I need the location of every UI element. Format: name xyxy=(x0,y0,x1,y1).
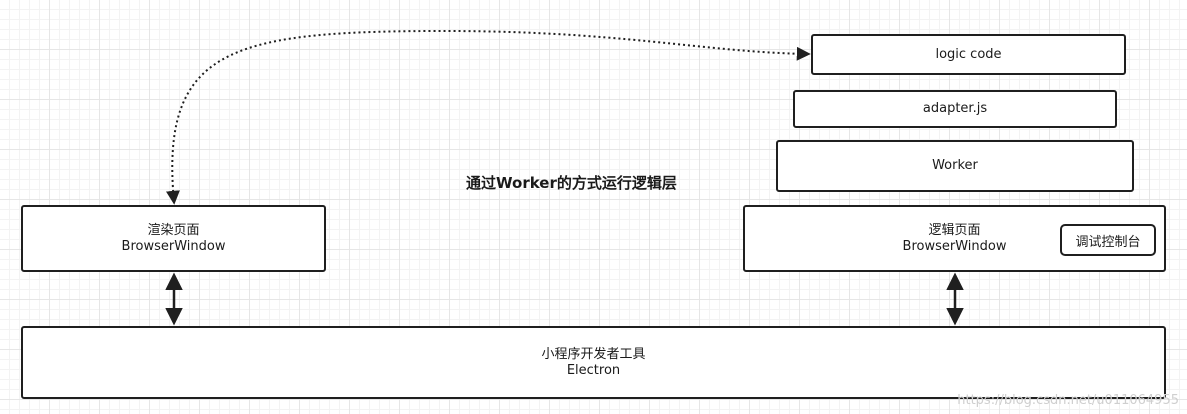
logic-code-box[interactable]: logic code xyxy=(811,34,1126,75)
render-page-box[interactable]: 渲染页面 BrowserWindow xyxy=(21,205,326,272)
worker-label: Worker xyxy=(932,158,978,173)
adapter-js-box[interactable]: adapter.js xyxy=(793,90,1117,128)
render-page-title: 渲染页面 xyxy=(147,222,200,238)
debug-console-button[interactable]: 调试控制台 xyxy=(1060,224,1156,256)
devtools-box[interactable]: 小程序开发者工具 Electron xyxy=(21,326,1166,399)
logic-page-title: 逻辑页面 xyxy=(928,222,981,238)
worker-box[interactable]: Worker xyxy=(776,140,1134,192)
diagram-caption: 通过Worker的方式运行逻辑层 xyxy=(466,174,677,192)
adapter-js-label: adapter.js xyxy=(922,101,988,116)
devtools-title: 小程序开发者工具 xyxy=(541,346,646,362)
watermark: https://blog.csdn.net/u011064955 xyxy=(957,393,1179,408)
render-page-subtitle: BrowserWindow xyxy=(121,238,226,254)
logic-page-subtitle: BrowserWindow xyxy=(902,238,1007,254)
logic-page-box[interactable]: 逻辑页面 BrowserWindow xyxy=(743,205,1166,272)
logic-code-label: logic code xyxy=(935,46,1002,62)
devtools-subtitle: Electron xyxy=(566,362,621,378)
